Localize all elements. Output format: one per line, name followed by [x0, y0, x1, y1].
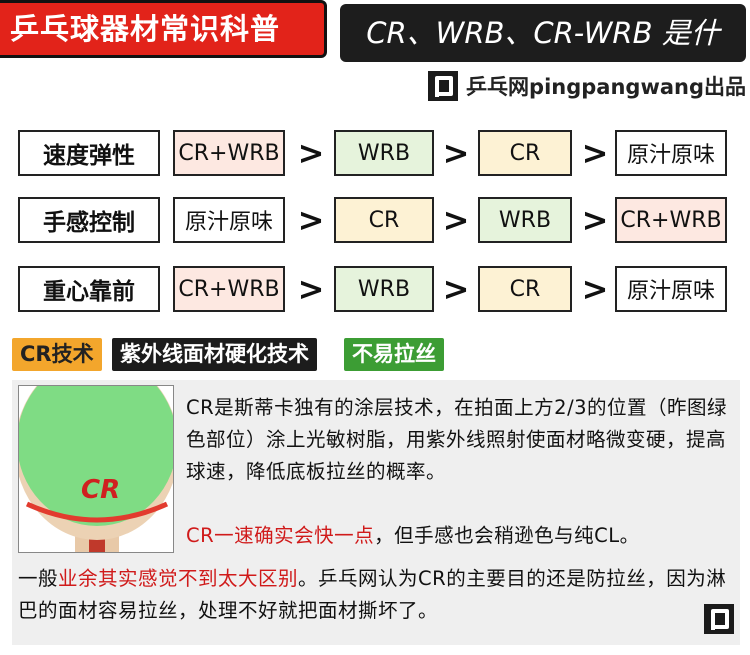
row-label-speed: 速度弹性 — [18, 130, 160, 176]
row1-item1: CR+WRB — [173, 130, 285, 176]
credit-text: 乒乓网pingpangwang出品 — [466, 75, 746, 99]
row2-item4: CR+WRB — [615, 197, 727, 243]
row1-item4: 原汁原味 — [615, 130, 727, 176]
tag-anti-fray: 不易拉丝 — [344, 338, 444, 371]
greater-than-sign: > — [581, 134, 609, 172]
greater-than-sign: > — [581, 201, 609, 239]
header-title: 乒乓球器材常识科普 — [0, 0, 327, 58]
row2-item2: CR — [334, 197, 434, 243]
row1-item3: CR — [478, 130, 572, 176]
greater-than-sign: > — [297, 134, 325, 172]
row3-item1: CR+WRB — [173, 266, 285, 312]
row3-item4: 原汁原味 — [615, 266, 727, 312]
description-p2: CR一速确实会快一点，但手感也会稍逊色与纯CL。 — [186, 520, 734, 552]
greater-than-sign: > — [297, 201, 325, 239]
row3-item3: CR — [478, 266, 572, 312]
row1-item2: WRB — [334, 130, 434, 176]
description-p3: 一般业余其实感觉不到太大区别。乒乓网认为CR的主要目的还是防拉丝，因为淋巴的面材… — [18, 563, 738, 627]
row3-item2: WRB — [334, 266, 434, 312]
paddle-illustration: CR — [19, 386, 173, 552]
description-p2-rest: ，但手感也会稍逊色与纯CL。 — [374, 524, 640, 547]
greater-than-sign: > — [442, 270, 470, 308]
greater-than-sign: > — [581, 270, 609, 308]
greater-than-sign: > — [442, 134, 470, 172]
pingpangwang-logo-icon — [704, 604, 734, 634]
tag-cr-tech: CR技术 — [12, 338, 102, 371]
description-p1: CR是斯蒂卡独有的涂层技术，在拍面上方2/3的位置（昨图绿色部位）涂上光敏树脂，… — [186, 396, 728, 483]
pingpangwang-logo-icon — [428, 71, 459, 101]
greater-than-sign: > — [442, 201, 470, 239]
row-label-center-of-gravity: 重心靠前 — [18, 266, 160, 312]
header-question: CR、WRB、CR-WRB 是什么？ — [340, 4, 746, 108]
tag-uv-hardening: 紫外线面材硬化技术 — [112, 338, 317, 371]
paddle-image: CR — [18, 385, 174, 553]
greater-than-sign: > — [297, 270, 325, 308]
row2-item3: WRB — [478, 197, 572, 243]
description-p3-b: 。乒乓网认为CR的主要目的还是防拉丝，因为淋巴的面材容易拉丝，处理不好就把面材撕… — [18, 567, 727, 622]
highlight-amateur: 业余其实感觉不到太大区别 — [58, 567, 299, 590]
paddle-red-edge — [25, 501, 169, 523]
paddle-green-coating — [19, 386, 173, 526]
row-label-control: 手感控制 — [18, 197, 160, 243]
cr-logo: CR — [81, 475, 120, 505]
description-p3-a: 一般 — [18, 567, 59, 590]
row2-item1: 原汁原味 — [173, 197, 285, 243]
credit: 乒乓网pingpangwang出品 — [410, 70, 746, 102]
highlight-faster: CR一速确实会快一点 — [186, 524, 375, 547]
